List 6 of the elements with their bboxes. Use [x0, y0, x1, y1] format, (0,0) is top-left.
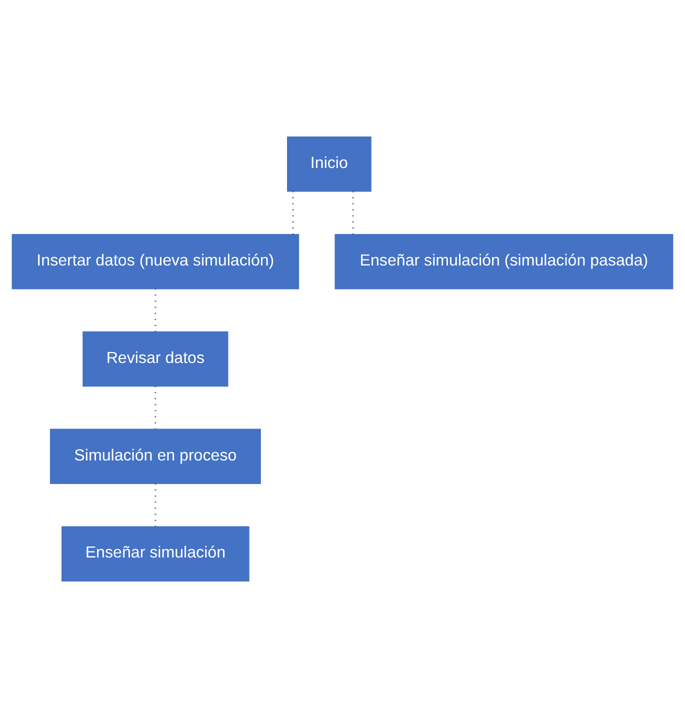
- node-box: Simulación en proceso: [50, 428, 261, 484]
- node-box: Revisar datos: [82, 330, 228, 386]
- node-box: Enseñar simulación: [62, 526, 250, 581]
- node-box: Enseñar simulación (simulación pasada): [334, 233, 674, 289]
- node-box: Inicio: [287, 136, 372, 192]
- node-box: Insertar datos (nueva simulación): [12, 233, 300, 289]
